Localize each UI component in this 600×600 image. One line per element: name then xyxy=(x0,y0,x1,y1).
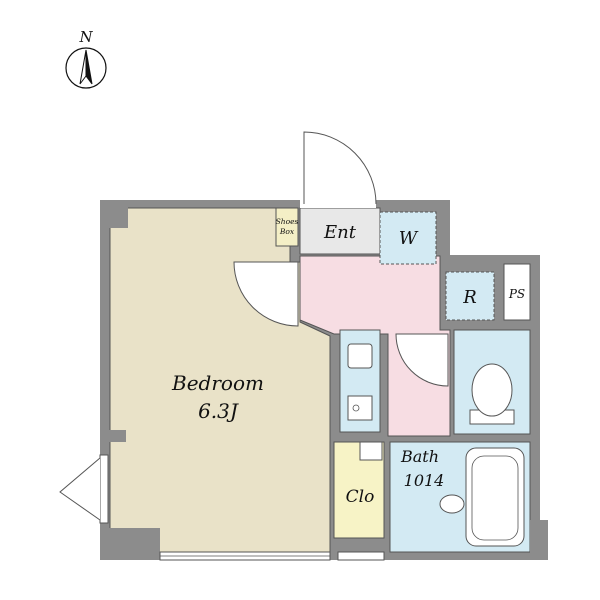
shoes-box-label-2: Box xyxy=(279,227,295,236)
sink xyxy=(347,343,373,369)
bedroom-corner-nw xyxy=(100,200,128,228)
bedroom-size-label: 6.3J xyxy=(198,399,239,423)
shoes-box-label-1: Shoes xyxy=(276,217,299,226)
shoes-box xyxy=(275,207,299,247)
bathtub xyxy=(465,447,525,547)
compass: N xyxy=(65,28,107,89)
bath-label: Bath xyxy=(400,447,439,466)
washer-space xyxy=(379,211,437,265)
entrance-label: Ent xyxy=(323,222,357,243)
bath-window xyxy=(337,551,385,561)
closet-label: Clo xyxy=(346,487,375,507)
hallway-floor xyxy=(299,255,451,437)
bedroom-corner-sw xyxy=(100,528,160,560)
compass-north-label: N xyxy=(78,28,93,46)
bedroom-door-swing xyxy=(233,261,299,327)
stove xyxy=(347,395,373,421)
burner-icon xyxy=(352,404,360,412)
toilet-bowl xyxy=(471,363,513,417)
west-door xyxy=(59,454,109,524)
bedroom-wall-pier xyxy=(100,430,126,442)
compass-needle-right xyxy=(85,49,93,85)
fridge-label: R xyxy=(462,287,477,308)
entrance-floor xyxy=(299,207,381,255)
bedroom-label: Bedroom xyxy=(171,371,264,395)
entrance-door-swing xyxy=(303,131,377,205)
closet-shelf xyxy=(359,441,383,461)
bathtub-inner xyxy=(471,455,519,541)
hallway-door-swing xyxy=(395,333,449,387)
washer-label: W xyxy=(399,228,419,249)
west-door-opening xyxy=(99,454,109,524)
pipe-space xyxy=(503,263,531,321)
west-door-swing xyxy=(59,457,101,521)
pipe-space-label: PS xyxy=(508,287,525,301)
bath-size-label: 1014 xyxy=(404,471,445,490)
wash-basin xyxy=(439,494,465,514)
fridge-space xyxy=(445,271,495,321)
bath-corner-wall xyxy=(530,520,548,560)
entrance-door xyxy=(300,131,377,208)
